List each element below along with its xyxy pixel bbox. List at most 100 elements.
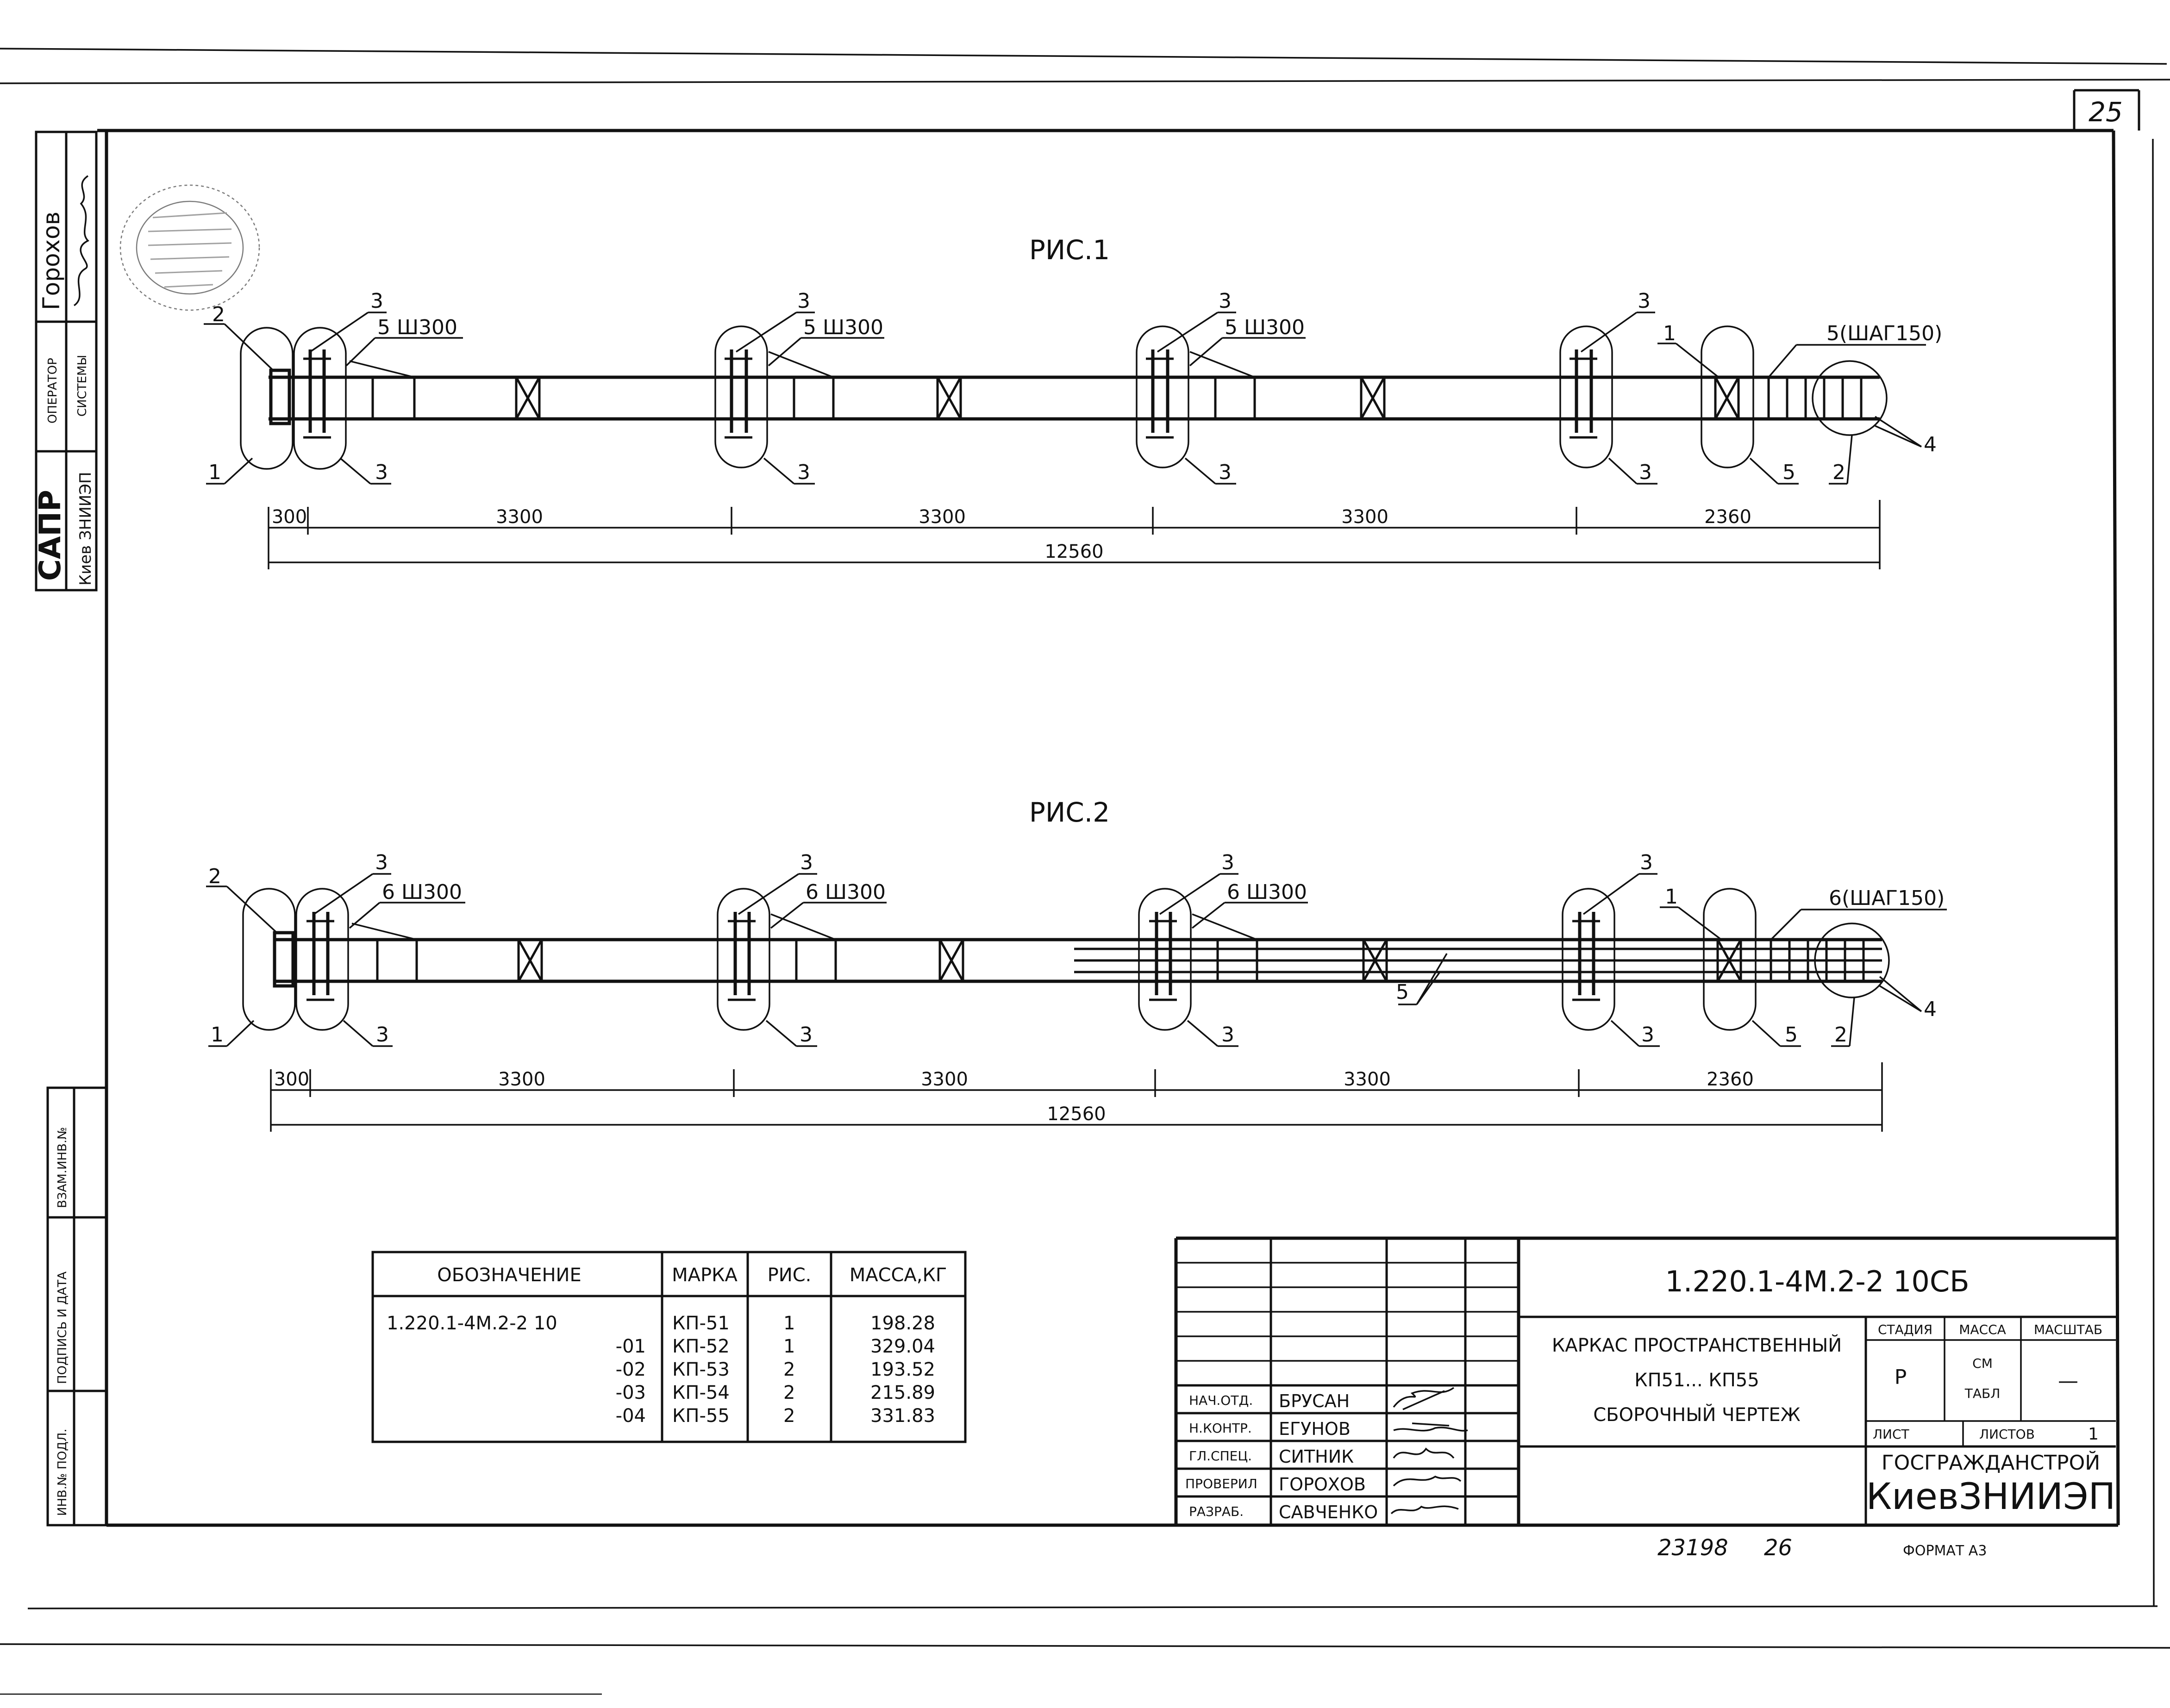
fig2-label-step: 6(ШАГ150) [1829, 886, 1945, 910]
fig2-dim-3300-b: 3300 [921, 1069, 968, 1090]
name-nach-otd: БРУСАН [1279, 1391, 1350, 1411]
fig1-label-4: 4 [1924, 433, 1937, 456]
fig2-joint-3 [1138, 888, 1258, 1031]
spec-header-mark: МАРКА [672, 1265, 738, 1286]
fig2-cross-braces [517, 939, 1742, 982]
fig1-cross-braces [515, 376, 1740, 420]
role-nach-otd: НАЧ.ОТД. [1189, 1393, 1253, 1408]
fig1-label-2-right: 2 [1832, 461, 1845, 484]
role-proveril: ПРОВЕРИЛ [1185, 1476, 1257, 1491]
sheet-label: ЛИСТ [1873, 1427, 1910, 1442]
sheet-number: 25 [2089, 96, 2123, 128]
stage-value: Р [1895, 1365, 1907, 1389]
fig1-label-3c: 3 [1219, 289, 1232, 313]
fig1-dim-300: 300 [272, 506, 307, 528]
fig2-label-4: 4 [1924, 997, 1937, 1021]
fig1-label-3-low-3: 3 [1219, 461, 1232, 484]
spec-row-2-fig: 1 [783, 1336, 795, 1357]
fig1-label-1-right: 1 [1663, 322, 1676, 345]
fig1-label-step: 5(ШАГ150) [1826, 322, 1942, 345]
spec-row-3-designation: -02 [616, 1359, 646, 1380]
figure-2: РИС.2 [206, 797, 1947, 1132]
fig2-callouts: 2 3 6 Ш300 3 6 Ш300 3 6 Ш300 3 1 [206, 851, 1945, 1047]
fig2-label-3d: 3 [1640, 851, 1653, 874]
figure-1-title: РИС.1 [1029, 234, 1110, 266]
spec-row-4-mass: 215.89 [870, 1382, 935, 1403]
stage-label: СТАДИЯ [1878, 1322, 1932, 1337]
fig1-label-3d: 3 [1638, 289, 1651, 313]
name-proveril: ГОРОХОВ [1279, 1474, 1366, 1495]
role-gl-spec: ГЛ.СПЕЦ. [1189, 1448, 1252, 1464]
fig2-joint-2 [717, 888, 837, 1031]
fig2-label-cross-2: 6 Ш300 [806, 880, 886, 904]
fig1-dim-3300-b: 3300 [919, 506, 966, 528]
title-name-line-2: КП51... КП55 [1634, 1370, 1759, 1391]
figure-1: РИС.1 [204, 234, 1942, 569]
fig1-label-5: 5 [1782, 461, 1795, 484]
fig2-label-3-low-2: 3 [800, 1023, 813, 1047]
system-label: СИСТЕМЫ [75, 355, 89, 417]
fig1-joint-2 [714, 325, 835, 468]
fig2-label-1-left: 1 [211, 1023, 224, 1047]
fig2-dimensions: 300 3300 3300 3300 2360 12560 [270, 1062, 1883, 1132]
fig2-right-end [1703, 888, 1947, 1031]
fig1-label-3-low-2: 3 [797, 461, 810, 484]
spec-row-1-mark: КП-51 [672, 1313, 730, 1334]
sapr-label: САПР [33, 490, 68, 581]
fig1-dim-3300-c: 3300 [1341, 506, 1388, 528]
fig2-label-2-right: 2 [1834, 1023, 1847, 1047]
mass-value-1: СМ [1972, 1356, 1993, 1371]
fig1-dimensions: 300 3300 3300 3300 2360 12560 [268, 500, 1881, 569]
spec-row-2-mass: 329.04 [870, 1336, 935, 1357]
fig2-label-3b: 3 [800, 851, 813, 874]
fig1-label-3b: 3 [797, 289, 810, 313]
figure-2-title: РИС.2 [1029, 797, 1110, 828]
fig1-dim-2360: 2360 [1704, 506, 1751, 528]
fig2-joint-1 [242, 888, 418, 1031]
fig2-label-1-right: 1 [1665, 885, 1678, 909]
left-top-strip: САПР Киев ЗНИИЭП ОПЕРАТОР СИСТЕМЫ Горохо… [33, 131, 98, 592]
fig2-dim-3300-c: 3300 [1344, 1069, 1391, 1090]
spec-row-1-designation: 1.220.1-4М.2-2 10 [387, 1313, 557, 1334]
fig1-dim-total: 12560 [1044, 541, 1103, 562]
signatures [1390, 1387, 1468, 1515]
spec-row-2-mark: КП-52 [672, 1336, 730, 1357]
title-block: НАЧ.ОТД. БРУСАН Н.КОНТР. ЕГУНОВ ГЛ.СПЕЦ.… [1174, 1236, 2116, 1525]
footer-archive-number: 23198 [1657, 1535, 1728, 1561]
scale-label: МАСШТАБ [2034, 1322, 2102, 1337]
spec-row-3-mass: 193.52 [870, 1359, 935, 1380]
title-name-line-1: КАРКАС ПРОСТРАНСТВЕННЫЙ [1552, 1334, 1842, 1356]
left-bottom-strip: ИНВ.№ ПОДЛ. ПОДПИСЬ И ДАТА ВЗАМ.ИНВ.№ [46, 1086, 108, 1527]
fig2-label-2: 2 [208, 865, 221, 888]
approval-stamp [119, 184, 260, 311]
fig1-callouts: 2 3 5 Ш300 3 5 Ш300 3 5 Ш300 3 1 [204, 289, 1942, 485]
scale-value: — [2058, 1369, 2078, 1393]
spec-header-designation: ОБОЗНАЧЕНИЕ [437, 1265, 581, 1286]
org-line-1: ГОСГРАЖДАНСТРОЙ [1882, 1450, 2100, 1475]
name-n-kontr: ЕГУНОВ [1279, 1419, 1351, 1439]
fig2-label-3-low-4: 3 [1641, 1023, 1654, 1047]
spec-row-4-designation: -03 [616, 1382, 646, 1403]
fig1-dim-3300-a: 3300 [496, 506, 543, 528]
fig1-label-3a: 3 [370, 289, 383, 313]
fig1-joint-3 [1136, 325, 1256, 468]
footer: 23198 26 ФОРМАТ А3 [1657, 1535, 1987, 1561]
role-razrab: РАЗРАБ. [1189, 1504, 1244, 1519]
page-edges [0, 48, 2170, 1695]
operator-name: Горохов [38, 212, 65, 310]
fig2-label-cross-3: 6 Ш300 [1227, 880, 1307, 904]
sheets-label: ЛИСТОВ [1979, 1427, 2035, 1442]
footer-format: ФОРМАТ А3 [1903, 1543, 1987, 1559]
spec-row-4-mark: КП-54 [672, 1382, 730, 1403]
spec-row-5-mass: 331.83 [870, 1405, 935, 1427]
spec-row-5-mark: КП-55 [672, 1405, 730, 1427]
frame: 25 [97, 89, 2140, 1527]
fig1-label-2: 2 [212, 303, 225, 326]
fig2-label-3-low-3: 3 [1221, 1023, 1234, 1047]
role-n-kontr: Н.КОНТР. [1189, 1421, 1252, 1436]
title-name-line-3: СБОРОЧНЫЙ ЧЕРТЕЖ [1593, 1403, 1801, 1426]
sign-date-label: ПОДПИСЬ И ДАТА [56, 1272, 69, 1384]
operator-signature [73, 175, 89, 306]
title-code: 1.220.1-4М.2-2 10СБ [1665, 1265, 1969, 1298]
fig1-label-cross-3: 5 Ш300 [1225, 316, 1305, 339]
